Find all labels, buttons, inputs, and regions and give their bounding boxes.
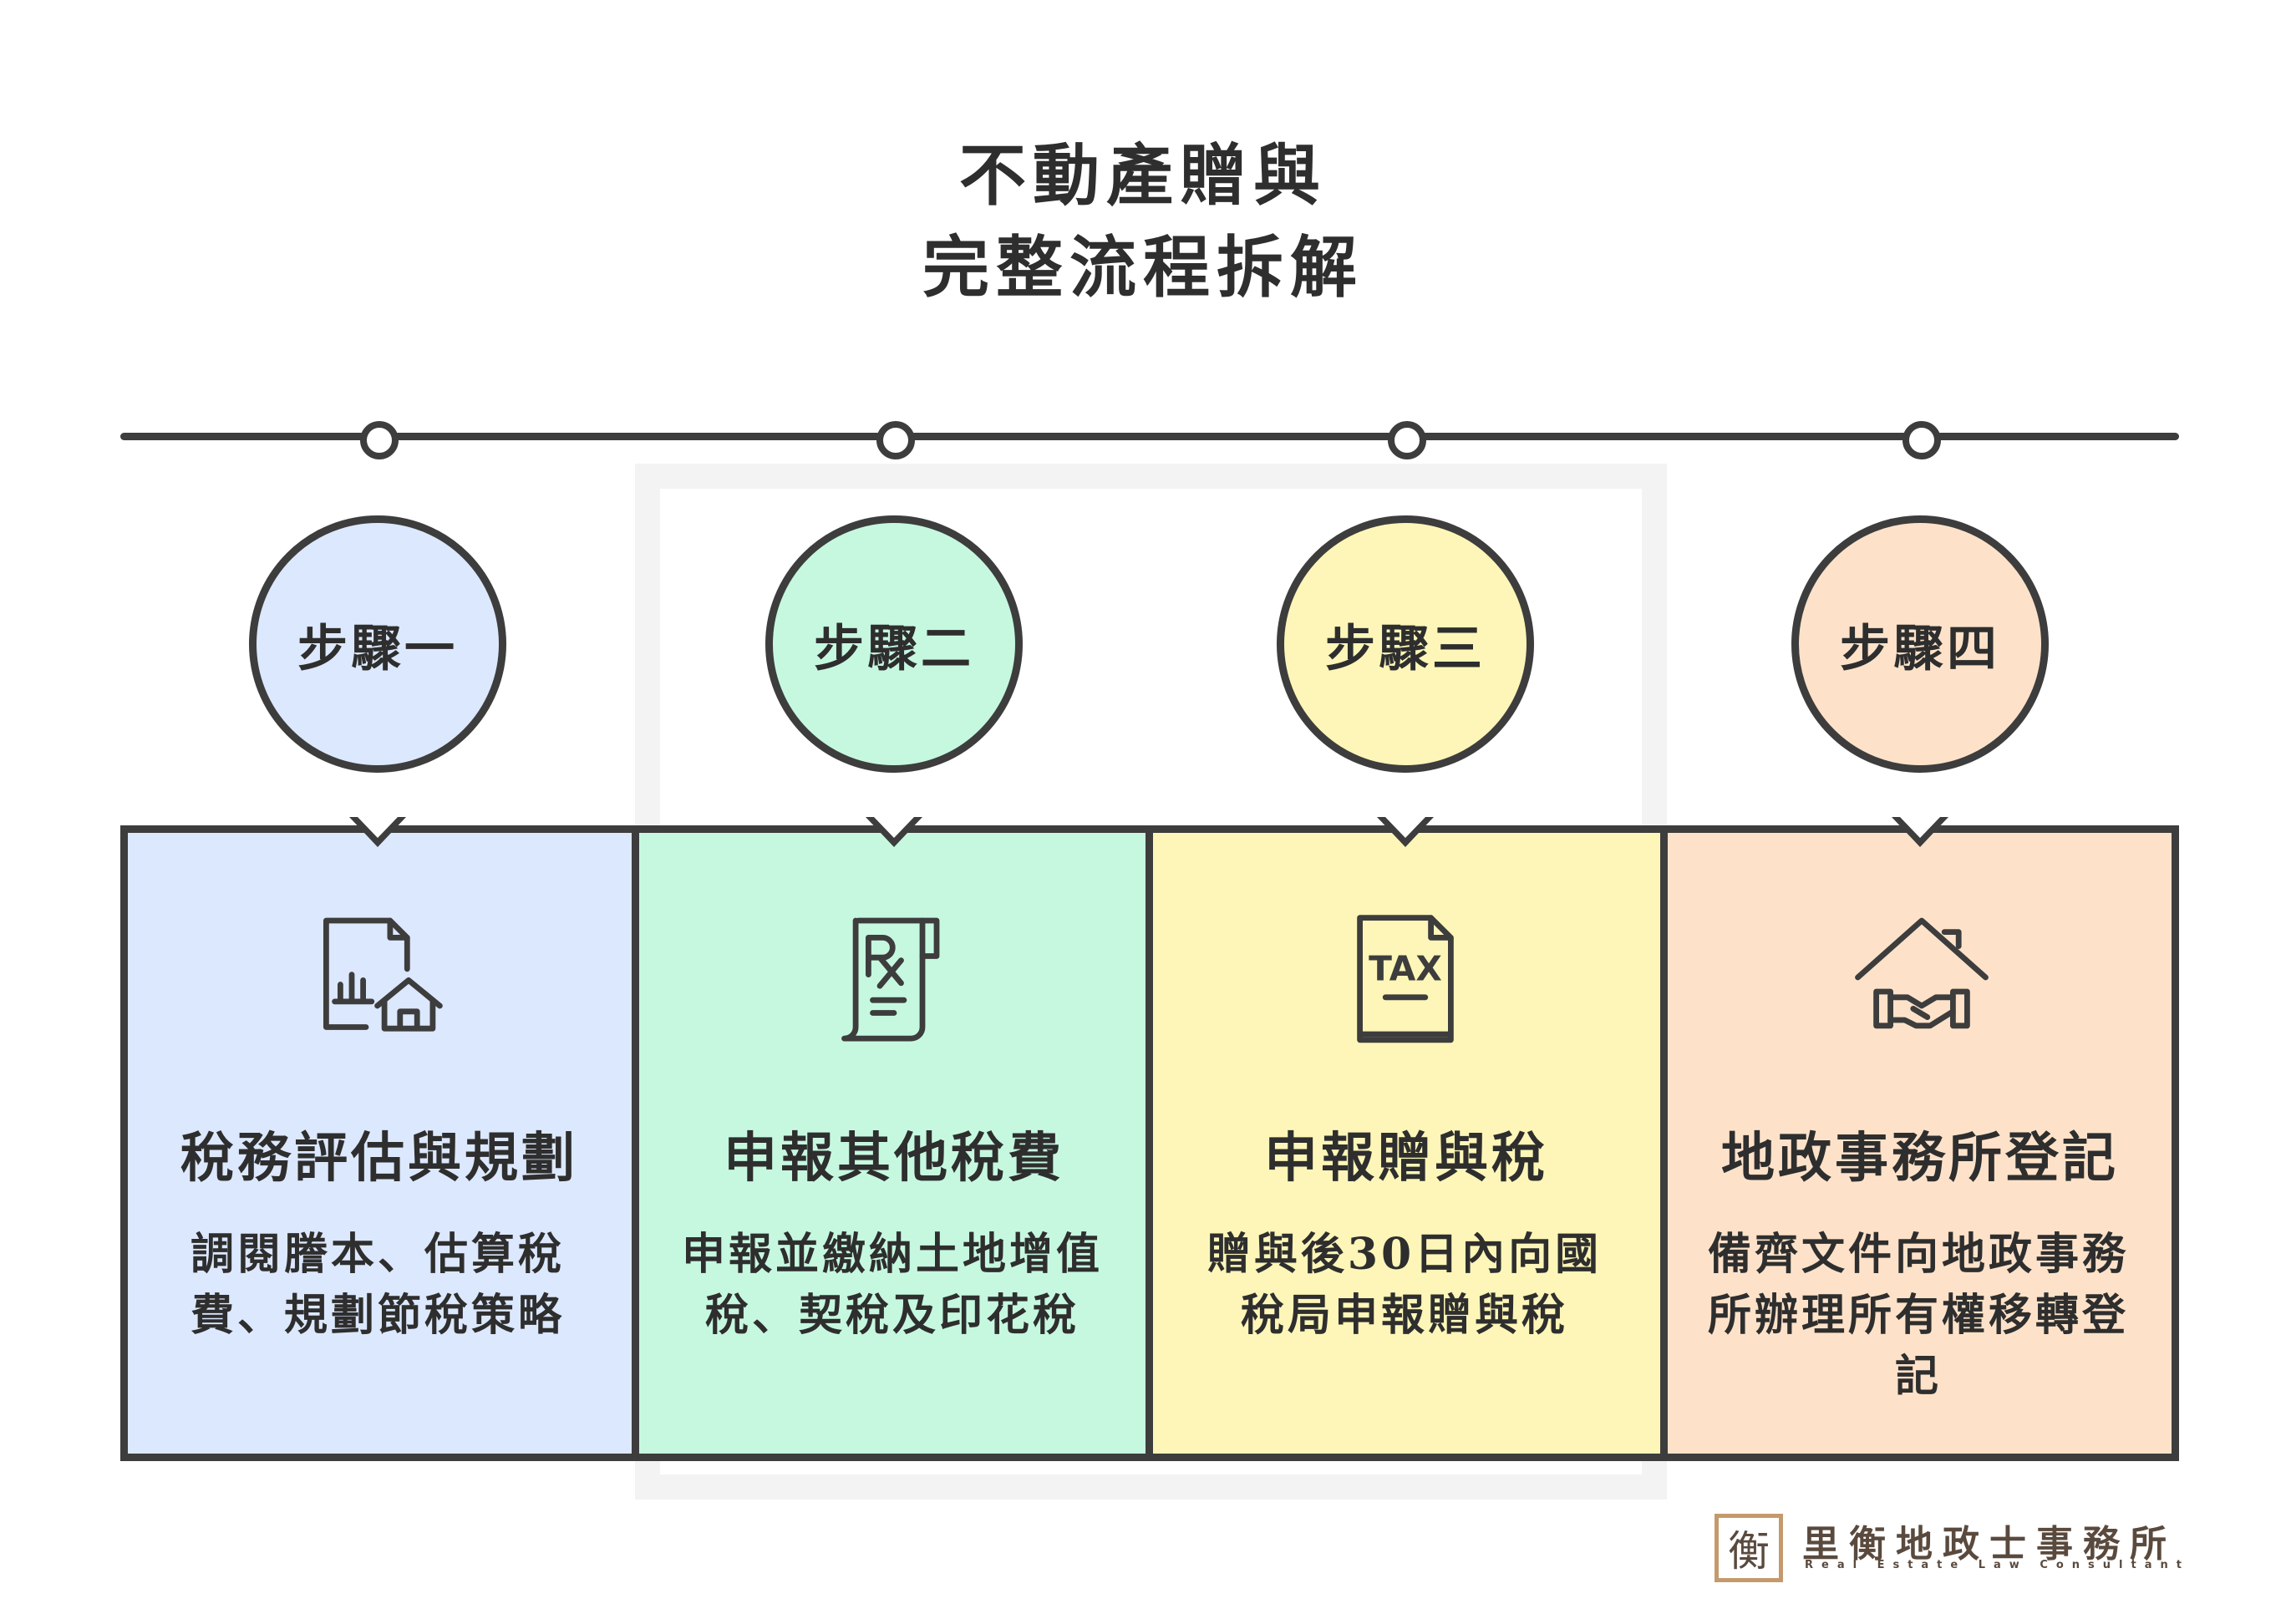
step-4-description: 備齊文件向地政事務所辦理所有權移轉登記 xyxy=(1707,1229,2129,1402)
step-2-panel xyxy=(635,825,1153,1461)
timeline-dot xyxy=(1388,421,1426,459)
step-3-panel xyxy=(1149,825,1667,1461)
step-3-heading: 申報贈與稅 xyxy=(1264,1127,1548,1190)
step-4-circle: 步驟四 xyxy=(1791,515,2049,773)
logo-mark-glyph: 衡 xyxy=(1728,1527,1770,1576)
tax-document-icon: TAX xyxy=(1357,915,1454,1043)
timeline-line xyxy=(120,433,2179,440)
timeline-dot xyxy=(876,421,915,459)
panel-notch-inner xyxy=(874,817,914,838)
title-line-2: 完整流程拆解 xyxy=(922,228,1364,307)
step-1-description: 調閱謄本、估算稅費、規劃節稅策略 xyxy=(190,1229,565,1341)
logo-mark: 衡 xyxy=(1714,1514,1783,1582)
step-label: 步驟二 xyxy=(814,619,974,678)
step-1-heading: 稅務評估與規劃 xyxy=(180,1127,578,1190)
panel-notch-inner xyxy=(1900,817,1940,838)
logo-subtitle: Real Estate Law Consultant xyxy=(1805,1559,2190,1571)
panel-notch-inner xyxy=(1385,817,1425,838)
page-title: 不動產贈與 完整流程拆解 xyxy=(0,129,2286,313)
timeline-dot xyxy=(1902,421,1941,459)
panel-notch-inner xyxy=(358,817,398,838)
step-2-circle: 步驟二 xyxy=(765,515,1023,773)
step-label: 步驟四 xyxy=(1840,619,2000,678)
title-line-1: 不動產贈與 xyxy=(959,136,1327,215)
step-2-heading: 申報其他稅費 xyxy=(724,1127,1064,1190)
step-1-panel xyxy=(120,825,638,1461)
prescription-scroll-icon xyxy=(841,917,940,1042)
panel-divider xyxy=(1660,825,1668,1461)
chart-house-document-icon xyxy=(323,917,443,1032)
panel-divider xyxy=(632,825,639,1461)
panel-divider xyxy=(1146,825,1153,1461)
step-label: 步驟三 xyxy=(1325,619,1486,678)
step-3-description: 贈與後30日內向國稅局申報贈與稅 xyxy=(1206,1229,1603,1341)
step-label: 步驟一 xyxy=(297,619,458,678)
svg-text:TAX: TAX xyxy=(1369,948,1442,988)
step-2-description: 申報並繳納土地增值稅、契稅及印花稅 xyxy=(681,1229,1103,1341)
step-4-panel xyxy=(1664,825,2179,1461)
step-1-circle: 步驟一 xyxy=(249,515,506,773)
step-4-heading: 地政事務所登記 xyxy=(1721,1127,2119,1190)
timeline-dot xyxy=(360,421,399,459)
house-handshake-icon xyxy=(1855,917,1989,1029)
logo-name: 里衡地政士事務所 xyxy=(1802,1523,2177,1566)
step-3-circle: 步驟三 xyxy=(1277,515,1534,773)
